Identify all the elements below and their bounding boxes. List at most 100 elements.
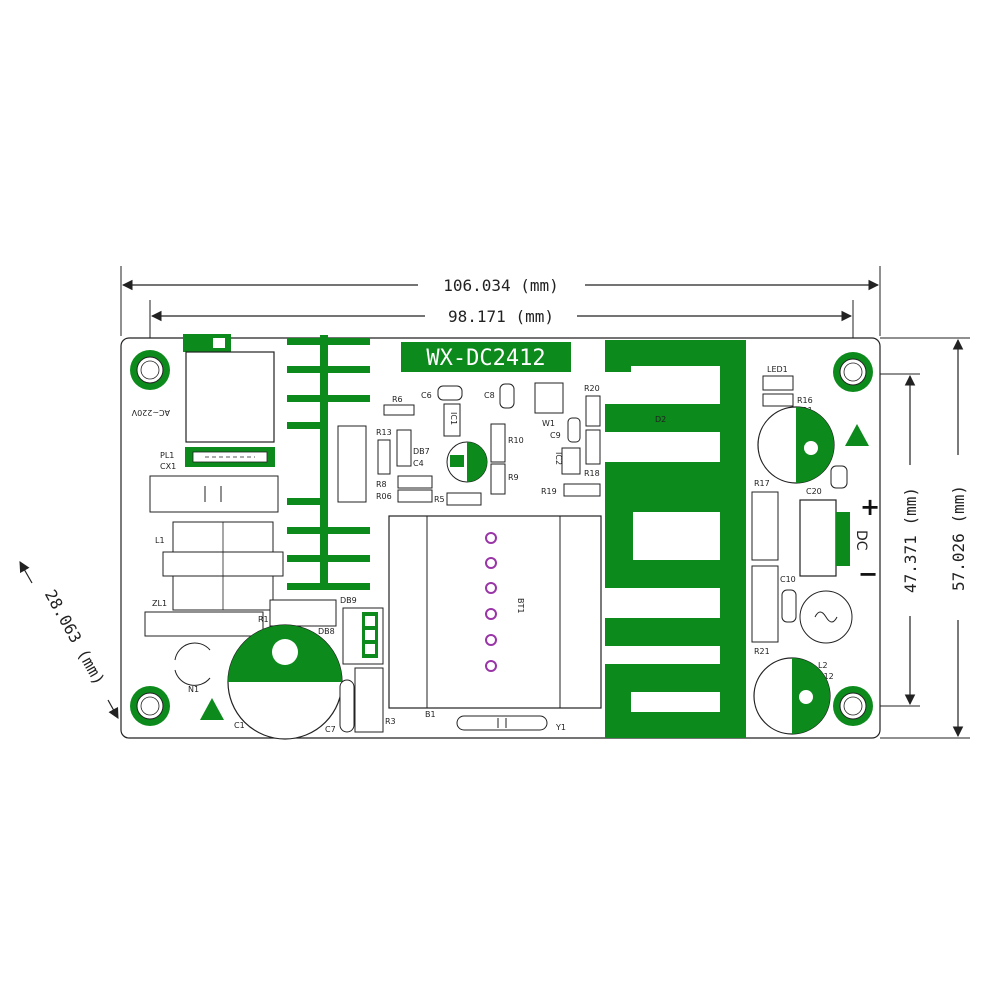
led1-label: LED1 [767, 365, 788, 374]
plus-label: + [860, 493, 880, 521]
ac-label: AC~220V [131, 408, 170, 417]
c8-label: C8 [484, 391, 495, 400]
ic2: IC2 [554, 447, 581, 475]
zl1: ZL1 R1 [144, 599, 337, 637]
hole-width-label: 98.171 (mm) [448, 307, 554, 326]
overall-height-label: 57.026 (mm) [949, 485, 968, 591]
dimension-hole-width: 98.171 (mm) [149, 300, 854, 370]
resistor-r5: R5 [434, 492, 482, 506]
r06-label: R06 [376, 492, 392, 501]
overall-width-label: 106.034 (mm) [443, 276, 559, 295]
resistor-r06: R06 [376, 489, 433, 503]
transformer-b1: BT1 B1 [388, 515, 602, 719]
bt1-label: BT1 [516, 598, 525, 613]
resistor-r9: R9 [490, 463, 519, 495]
n1-label: N1 [188, 685, 199, 694]
db7-label: DB7 [413, 447, 430, 456]
resistor-r18: R18 [584, 429, 601, 478]
heatsink-right: D2 [605, 340, 746, 738]
r6-label: R6 [392, 395, 403, 404]
pl1-label: PL1 [160, 451, 174, 460]
diagonal-label: 28.063 (mm) [41, 586, 109, 688]
capacitor-c12 [753, 657, 831, 735]
mounting-hole-bottom-left [130, 686, 170, 726]
r1-label: R1 [258, 615, 269, 624]
b1-label: B1 [425, 710, 436, 719]
l1-label: L1 [155, 536, 165, 545]
r8-label: R8 [376, 480, 387, 489]
c6-label: C6 [421, 391, 432, 400]
ic2-label: IC2 [554, 452, 563, 465]
resistor-r10: R10 [490, 423, 524, 463]
r13-label: R13 [376, 428, 392, 437]
c20-label: C20 [806, 487, 822, 496]
d2-label: D2 [655, 415, 666, 424]
r17-label: R17 [754, 479, 770, 488]
ic1-label: IC1 [449, 412, 458, 425]
hole-height-label: 47.371 (mm) [901, 487, 920, 593]
dc-label: DC [853, 530, 869, 551]
resistor-r3: R3 [354, 667, 396, 733]
resistor-r19: R19 [541, 483, 601, 497]
capacitor-c9: C9 [550, 417, 581, 443]
trimmer-w1: W1 [534, 382, 564, 428]
diode-db7: DB7 C4 [396, 429, 430, 468]
c10-label: C10 [780, 575, 796, 584]
resistor-r17: R17 [751, 479, 779, 561]
r3-label: R3 [385, 717, 396, 726]
capacitor-c20: C20 [806, 465, 848, 496]
r16-label: R16 [797, 396, 813, 405]
capacitor-c4-electrolytic [446, 441, 488, 483]
inductor-l1: L1 [155, 521, 284, 611]
capacitor-c6: C6 [421, 385, 463, 401]
w1-label: W1 [542, 419, 555, 428]
mounting-hole-top-right [833, 352, 873, 392]
capacitor-c1: C1 [227, 624, 343, 740]
dimension-overall-height: 57.026 (mm) [880, 337, 970, 739]
c12-label: C12 [818, 672, 834, 681]
resistor-r8: R8 [376, 475, 433, 489]
thermistor-n1: N1 [174, 642, 211, 694]
ic1: IC1 [443, 403, 461, 437]
r5-label: R5 [434, 495, 445, 504]
capacitor-y1: Y1 [456, 715, 566, 732]
capacitor-cx1 [149, 475, 279, 513]
bridge-db9: DB9 DB8 [318, 596, 384, 665]
capacitor-c10: C10 [751, 565, 797, 643]
capacitor-c11 [757, 406, 835, 484]
ac-input-connector: AC~220V [131, 334, 275, 443]
c9-label: C9 [550, 431, 561, 440]
dimension-overall-width: 106.034 (mm) [120, 266, 881, 336]
c1-label: C1 [234, 721, 245, 730]
board-title-box: WX-DC2412 [401, 342, 571, 372]
heatsink-left [287, 335, 370, 590]
dc-output-connector: DC + − [799, 493, 880, 588]
r19-label: R19 [541, 487, 557, 496]
db8-label: DB8 [318, 627, 335, 636]
mounting-hole-bottom-right [833, 686, 873, 726]
zl1-label: ZL1 [152, 599, 167, 608]
mounting-hole-top-left [130, 350, 170, 390]
esd-warning-icon [845, 424, 869, 446]
l2-label: L2 [818, 661, 828, 670]
db9-label: DB9 [340, 596, 357, 605]
inductor-l2: L2 C12 [799, 590, 853, 681]
resistor-r13: R13 [376, 428, 392, 475]
esd-warning-icon [200, 698, 224, 720]
board-title: WX-DC2412 [426, 346, 545, 371]
fuse-pl1: PL1 CX1 [160, 447, 275, 471]
cx1-label: CX1 [160, 462, 176, 471]
c4-label: C4 [413, 459, 424, 468]
r18-label: R18 [584, 469, 600, 478]
r21-label: R21 [754, 647, 770, 656]
resistor-r20: R20 [584, 384, 601, 427]
y1-label: Y1 [555, 723, 566, 732]
r9-label: R9 [508, 473, 519, 482]
minus-label: − [858, 560, 878, 588]
r20-label: R20 [584, 384, 600, 393]
dimension-diagonal: 28.063 (mm) [19, 561, 119, 719]
capacitor-c8: C8 [484, 383, 515, 409]
c7-label: C7 [325, 725, 336, 734]
resistor-r6: R6 [383, 395, 415, 416]
